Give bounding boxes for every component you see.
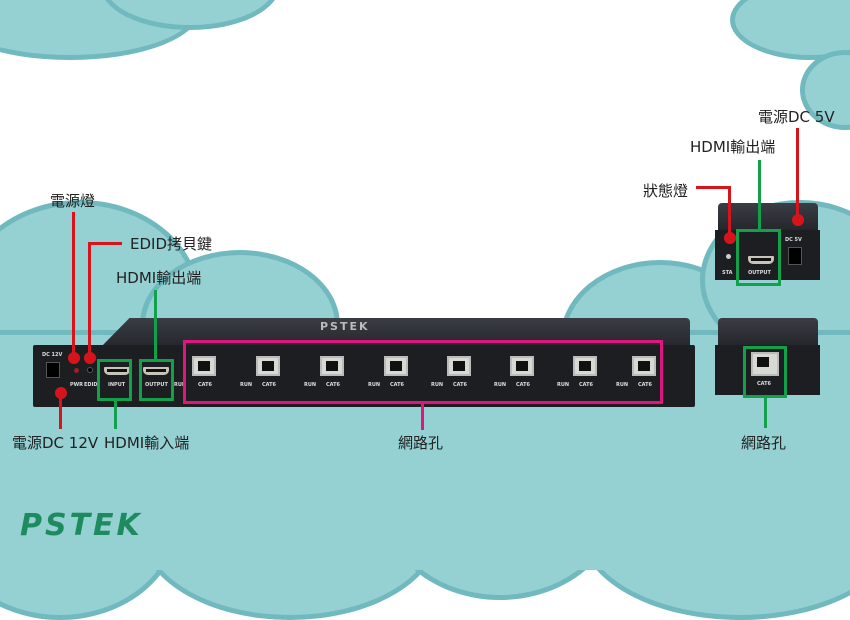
edid-button[interactable] xyxy=(87,367,93,373)
cat6-label: CAT6 xyxy=(638,382,653,388)
receiver-rj45-port[interactable] xyxy=(751,352,779,376)
hdmi-output-port[interactable] xyxy=(143,367,169,375)
callout-edid-button: EDID拷貝鍵 xyxy=(130,235,213,253)
receiver-cat6-label: CAT6 xyxy=(757,381,772,387)
dc-jack[interactable] xyxy=(46,362,60,378)
rj45-port-4[interactable] xyxy=(384,356,408,376)
receiver-output-label: OUTPUT xyxy=(748,270,771,276)
rj45-port-5[interactable] xyxy=(447,356,471,376)
cat6-label: CAT6 xyxy=(390,382,405,388)
run-label: RUN xyxy=(557,382,570,388)
run-label: RUN xyxy=(616,382,629,388)
cat6-label: CAT6 xyxy=(453,382,468,388)
run-label: RUN xyxy=(494,382,507,388)
edid-label: EDID xyxy=(84,382,98,388)
rj45-port-6[interactable] xyxy=(510,356,534,376)
status-led xyxy=(726,254,731,259)
device-logo: PSTEK xyxy=(320,320,370,333)
callout-hdmi-input: HDMI輸入端 xyxy=(104,434,190,452)
callout-receiver-hdmi-output: HDMI輸出端 xyxy=(690,138,776,156)
cat6-label: CAT6 xyxy=(262,382,277,388)
dc-label: DC 12V xyxy=(42,352,63,358)
run-label: RUN xyxy=(431,382,444,388)
callout-dc-5v: 電源DC 5V xyxy=(758,108,835,126)
callout-dc-12v: 電源DC 12V xyxy=(12,434,99,452)
run-label: RUN xyxy=(174,382,187,388)
rj45-port-3[interactable] xyxy=(320,356,344,376)
run-label: RUN xyxy=(368,382,381,388)
cat6-label: CAT6 xyxy=(579,382,594,388)
callout-power-led: 電源燈 xyxy=(50,192,96,210)
power-led xyxy=(74,368,79,373)
callout-hdmi-output: HDMI輸出端 xyxy=(116,269,202,287)
input-label: INPUT xyxy=(108,382,126,388)
rj45-port-2[interactable] xyxy=(256,356,280,376)
receiver-hdmi-output-port[interactable] xyxy=(748,256,774,264)
callout-network: 網路孔 xyxy=(398,434,444,452)
pwr-label: PWR xyxy=(70,382,84,388)
run-label: RUN xyxy=(304,382,317,388)
rj45-port-1[interactable] xyxy=(192,356,216,376)
receiver-dc-label: DC 5V xyxy=(785,237,802,243)
run-label: RUN xyxy=(240,382,253,388)
callout-receiver-network: 網路孔 xyxy=(741,434,787,452)
network-ports-highlight xyxy=(183,340,663,404)
rj45-port-8[interactable] xyxy=(632,356,656,376)
output-label: OUTPUT xyxy=(145,382,168,388)
cat6-label: CAT6 xyxy=(198,382,213,388)
pstek-logo: PSTEK xyxy=(20,508,143,543)
receiver-dc-jack[interactable] xyxy=(788,247,802,265)
cat6-label: CAT6 xyxy=(516,382,531,388)
rj45-port-7[interactable] xyxy=(573,356,597,376)
callout-status-led: 狀態燈 xyxy=(643,182,689,200)
sta-label: STA xyxy=(722,270,733,276)
cat6-label: CAT6 xyxy=(326,382,341,388)
hdmi-input-port[interactable] xyxy=(104,367,130,375)
